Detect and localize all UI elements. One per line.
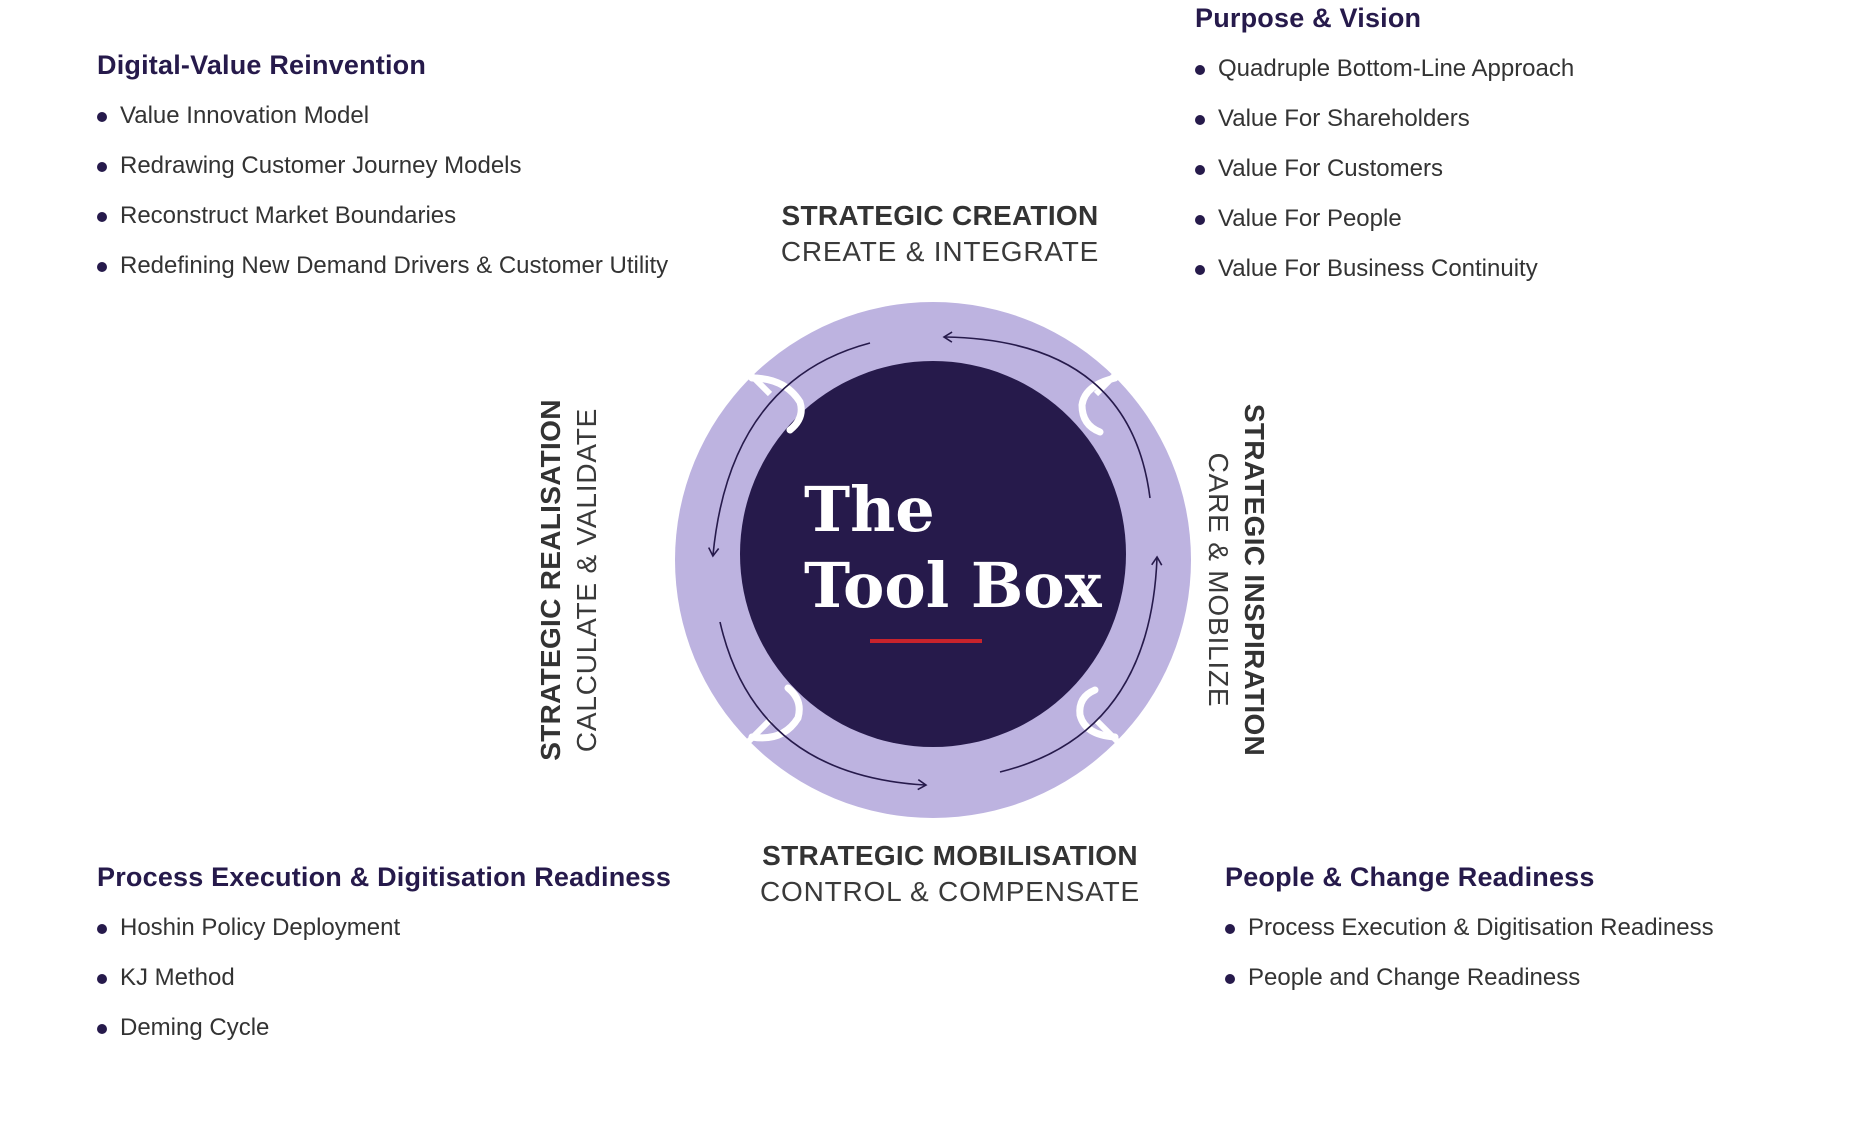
list-item: Redefining New Demand Drivers & Customer… — [97, 251, 668, 281]
bullet-icon — [1195, 265, 1205, 275]
process-execution-section: Process Execution & Digitisation Readine… — [97, 862, 671, 1063]
bullet-icon — [1195, 215, 1205, 225]
purpose-vision-section: Purpose & Vision Quadruple Bottom-Line A… — [1195, 3, 1574, 304]
bullet-icon — [1195, 165, 1205, 175]
stage-subtitle: CONTROL & COMPENSATE — [759, 876, 1141, 907]
bullet-icon — [1195, 115, 1205, 125]
list-item: People and Change Readiness — [1225, 963, 1714, 993]
list-item: Value Innovation Model — [97, 101, 668, 131]
bullet-icon — [1225, 924, 1235, 934]
arrow-left — [707, 342, 871, 558]
stage-label-right: STRATEGIC INSPIRATION CARE & MOBILIZE — [1190, 300, 1270, 860]
list-item: Redrawing Customer Journey Models — [97, 151, 668, 181]
bullet-icon — [1225, 974, 1235, 984]
stage-title: STRATEGIC CREATION — [781, 200, 1099, 231]
list-item: Reconstruct Market Boundaries — [97, 201, 668, 231]
bullet-list: Quadruple Bottom-Line Approach Value For… — [1195, 54, 1574, 284]
arrow-top — [942, 331, 1151, 499]
arrow-right — [999, 555, 1163, 773]
bullet-icon — [97, 974, 107, 984]
stage-label-top: STRATEGIC CREATION CREATE & INTEGRATE — [740, 200, 1140, 268]
list-item: KJ Method — [97, 963, 671, 993]
ring-separators — [748, 374, 1119, 742]
bullet-list: Hoshin Policy Deployment KJ Method Demin… — [97, 913, 671, 1043]
list-item: Deming Cycle — [97, 1013, 671, 1043]
section-heading: Purpose & Vision — [1195, 3, 1422, 33]
list-item: Value For People — [1195, 204, 1574, 234]
bullet-list: Process Execution & Digitisation Readine… — [1225, 913, 1714, 993]
section-heading: Process Execution & Digitisation Readine… — [97, 862, 672, 892]
bullet-icon — [97, 1024, 107, 1034]
stage-subtitle: CALCULATE & VALIDATE — [571, 407, 602, 753]
section-heading: People & Change Readiness — [1225, 862, 1595, 892]
list-item: Quadruple Bottom-Line Approach — [1195, 54, 1574, 84]
bullet-icon — [97, 262, 107, 272]
stage-title: STRATEGIC MOBILISATION — [762, 840, 1138, 871]
stage-label-bottom: STRATEGIC MOBILISATION CONTROL & COMPENS… — [745, 840, 1155, 908]
stage-title: STRATEGIC REALISATION — [535, 399, 566, 761]
bullet-icon — [97, 924, 107, 934]
list-item: Hoshin Policy Deployment — [97, 913, 671, 943]
stage-title: STRATEGIC INSPIRATION — [1239, 403, 1270, 757]
list-item: Value For Business Continuity — [1195, 254, 1574, 284]
digital-value-reinvention-section: Digital-Value Reinvention Value Innovati… — [97, 50, 668, 301]
section-heading: Digital-Value Reinvention — [97, 50, 427, 80]
bullet-list: Value Innovation Model Redrawing Custome… — [97, 101, 668, 281]
center-title-line1: The — [804, 473, 935, 546]
center-title-line2: Tool Box — [804, 549, 1102, 622]
stage-subtitle: CREATE & INTEGRATE — [780, 236, 1100, 267]
bullet-icon — [97, 162, 107, 172]
stage-label-left: STRATEGIC REALISATION CALCULATE & VALIDA… — [535, 300, 615, 860]
arrow-bottom — [719, 621, 928, 791]
list-item: Process Execution & Digitisation Readine… — [1225, 913, 1714, 943]
bullet-icon — [97, 212, 107, 222]
bullet-icon — [1195, 65, 1205, 75]
ring-gap-lines — [745, 369, 1121, 745]
list-item: Value For Shareholders — [1195, 104, 1574, 134]
list-item: Value For Customers — [1195, 154, 1574, 184]
inner-core — [740, 361, 1126, 747]
stage-subtitle: CARE & MOBILIZE — [1203, 452, 1234, 708]
people-change-section: People & Change Readiness Process Execut… — [1225, 862, 1714, 1013]
cycle-arrows — [707, 331, 1163, 791]
bullet-icon — [97, 112, 107, 122]
